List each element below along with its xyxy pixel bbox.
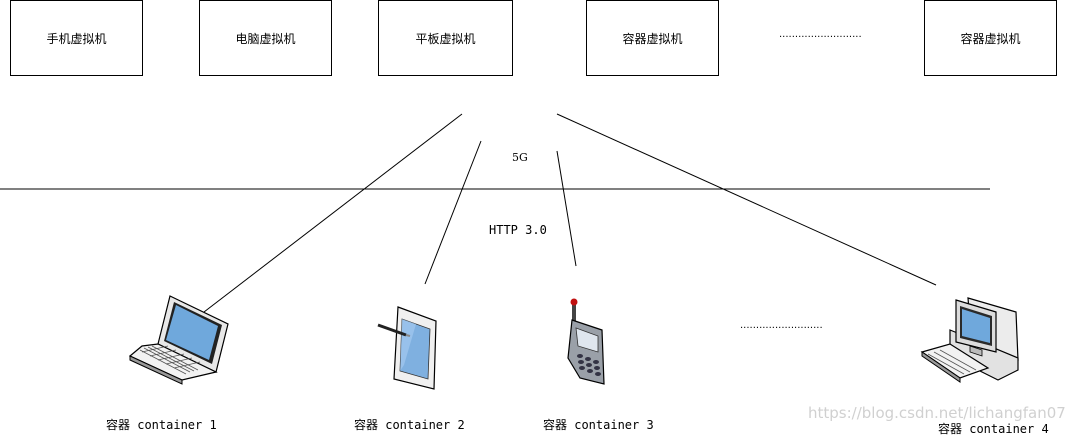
vm-label: 容器虚拟机 — [622, 31, 683, 46]
vm-label: 平板虚拟机 — [415, 31, 476, 46]
desktop-computer-icon — [920, 297, 1019, 383]
link-laptop — [203, 113, 463, 313]
vm-label: 容器虚拟机 — [960, 31, 1021, 46]
container-caption-4: 容器 container 4 — [938, 422, 1049, 436]
vm-box-container: 容器虚拟机 — [586, 0, 719, 76]
mobile-phone-icon — [567, 298, 605, 385]
laptop-icon — [128, 295, 229, 385]
vm-box-pc: 电脑虚拟机 — [199, 0, 332, 76]
container-caption-1: 容器 container 1 — [106, 418, 217, 432]
device-ellipsis: .......................... — [740, 320, 823, 331]
container-caption-3: 容器 container 3 — [543, 418, 654, 432]
link-tablet — [424, 140, 482, 285]
protocol-label: HTTP 3.0 — [489, 223, 547, 237]
vm-label: 手机虚拟机 — [46, 31, 107, 46]
container-caption-2: 容器 container 2 — [354, 418, 465, 432]
link-desktop — [556, 113, 937, 286]
vm-box-phone: 手机虚拟机 — [10, 0, 143, 76]
link-phone — [556, 150, 577, 267]
vm-box-tablet: 平板虚拟机 — [378, 0, 513, 76]
tablet-icon — [377, 306, 437, 390]
vm-box-container-n: 容器虚拟机 — [924, 0, 1057, 76]
network-label: 5G — [512, 151, 528, 164]
watermark-url: https://blog.csdn.net/lichangfan07 — [808, 404, 1066, 422]
vm-ellipsis: .......................... — [779, 29, 862, 40]
vm-label: 电脑虚拟机 — [235, 31, 296, 46]
